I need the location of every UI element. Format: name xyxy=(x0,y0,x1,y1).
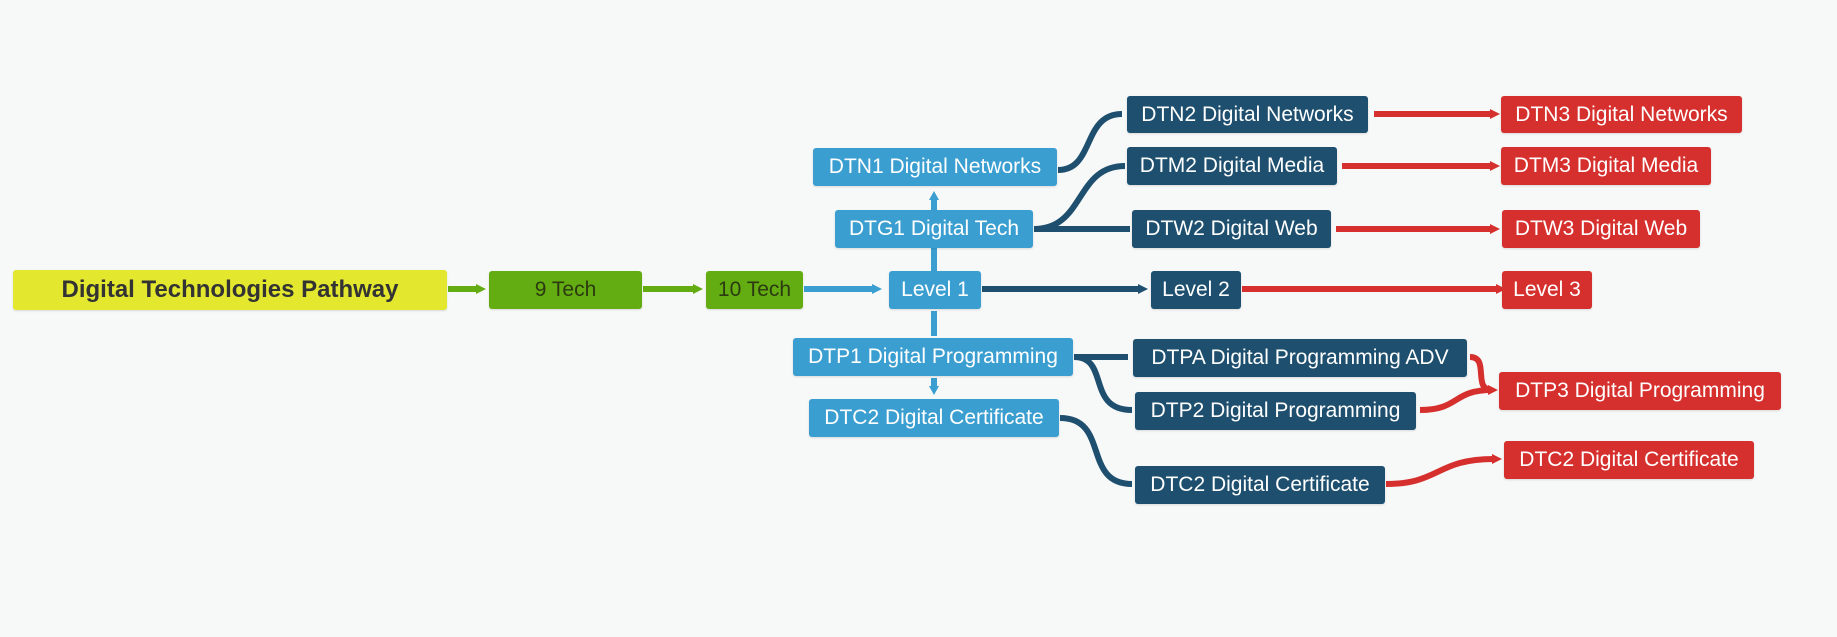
arrow-head xyxy=(693,284,703,294)
node-dtp1-digital-programming[interactable]: DTP1 Digital Programming xyxy=(793,338,1073,376)
link-dtp1-dtp2 xyxy=(1073,354,1133,413)
node-dtc2-digital-certificate-l3[interactable]: DTC2 Digital Certificate xyxy=(1504,441,1754,479)
node-dtp3-digital-programming[interactable]: DTP3 Digital Programming xyxy=(1499,372,1781,410)
node-dtm3-digital-media[interactable]: DTM3 Digital Media xyxy=(1501,147,1711,185)
arrow-head xyxy=(1138,284,1148,294)
node-dtg1-digital-tech[interactable]: DTG1 Digital Tech xyxy=(835,210,1033,248)
arrow-head xyxy=(929,386,939,395)
node-dtp2-digital-programming[interactable]: DTP2 Digital Programming xyxy=(1135,392,1416,430)
link-dtc2-dtc2-red xyxy=(1385,456,1495,487)
node-dtw3-digital-web[interactable]: DTW3 Digital Web xyxy=(1502,210,1700,248)
node-dtm2-digital-media[interactable]: DTM2 Digital Media xyxy=(1127,147,1337,185)
node-dtw2-digital-web[interactable]: DTW2 Digital Web xyxy=(1132,210,1331,248)
node-dtc2-digital-certificate-l1[interactable]: DTC2 Digital Certificate xyxy=(809,399,1059,437)
node-level-1[interactable]: Level 1 xyxy=(889,271,981,309)
link-dtpa-dtp3 xyxy=(1469,354,1493,393)
arrow-head xyxy=(476,284,486,294)
node-level-2[interactable]: Level 2 xyxy=(1151,271,1241,309)
arrow-head xyxy=(1490,224,1500,234)
arrow-head xyxy=(1492,454,1502,464)
node-9-tech[interactable]: 9 Tech xyxy=(489,271,642,309)
link-dtp2-dtp3 xyxy=(1419,387,1493,413)
node-dtc2-digital-certificate-l2[interactable]: DTC2 Digital Certificate xyxy=(1135,466,1385,504)
arrow-head xyxy=(929,191,939,200)
node-dtn1-digital-networks[interactable]: DTN1 Digital Networks xyxy=(813,148,1057,186)
node-level-3[interactable]: Level 3 xyxy=(1502,271,1592,309)
node-dtpa-digital-programming-adv[interactable]: DTPA Digital Programming ADV xyxy=(1133,339,1467,377)
root-node-digital-technologies-pathway[interactable]: Digital Technologies Pathway xyxy=(13,270,447,310)
arrow-head xyxy=(1490,161,1500,171)
node-10-tech[interactable]: 10 Tech xyxy=(706,271,803,309)
node-dtn3-digital-networks[interactable]: DTN3 Digital Networks xyxy=(1501,96,1742,133)
arrow-head xyxy=(1490,109,1500,119)
arrow-head xyxy=(872,284,882,294)
arrow-head xyxy=(1488,385,1498,395)
node-dtn2-digital-networks[interactable]: DTN2 Digital Networks xyxy=(1127,96,1368,133)
link-dtn1-dtn2 xyxy=(1057,111,1123,173)
link-dtc2-dtc2 xyxy=(1059,415,1133,487)
arrow-head xyxy=(1496,284,1506,294)
